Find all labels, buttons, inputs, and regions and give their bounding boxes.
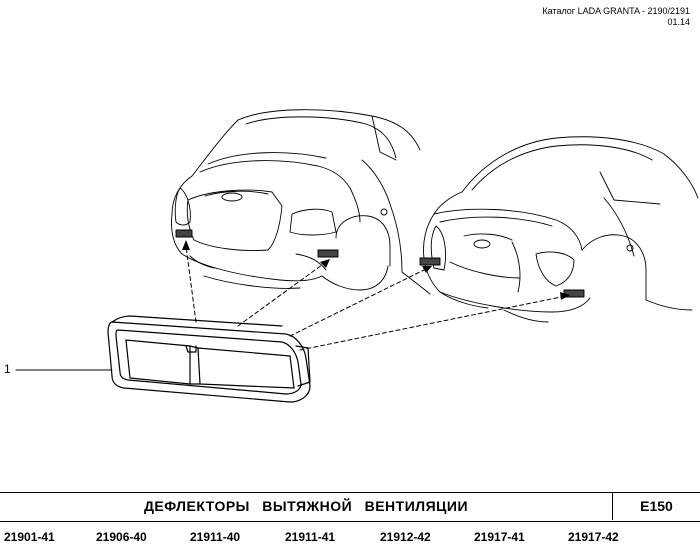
deflector-part xyxy=(107,315,311,403)
catalog-date: 01.14 xyxy=(667,17,690,27)
hatchback-car xyxy=(171,109,431,295)
model-code: 21901-41 xyxy=(4,530,55,544)
title-bar: ДЕФЛЕКТОРЫ ВЫТЯЖНОЙ ВЕНТИЛЯЦИИ E150 xyxy=(0,492,700,522)
model-code: 21912-42 xyxy=(380,530,431,544)
callout-number: 1 xyxy=(4,362,11,376)
section-code: E150 xyxy=(612,493,700,520)
model-code: 21911-40 xyxy=(190,530,241,544)
indicator-arrows xyxy=(185,245,567,351)
sedan-car xyxy=(419,136,699,323)
model-code: 21911-41 xyxy=(285,530,336,544)
model-code: 21917-42 xyxy=(568,530,619,544)
model-code: 21906-40 xyxy=(96,530,147,544)
section-title: ДЕФЛЕКТОРЫ ВЫТЯЖНОЙ ВЕНТИЛЯЦИИ xyxy=(143,498,469,514)
model-list: 21901-41 21906-40 21911-40 21911-41 2191… xyxy=(0,524,700,556)
parts-drawing xyxy=(15,109,699,403)
model-code: 21917-41 xyxy=(474,530,525,544)
catalog-header: Каталог LADA GRANTA - 2190/2191 01.14 xyxy=(542,6,690,28)
catalog-title: Каталог LADA GRANTA - 2190/2191 xyxy=(542,6,690,16)
